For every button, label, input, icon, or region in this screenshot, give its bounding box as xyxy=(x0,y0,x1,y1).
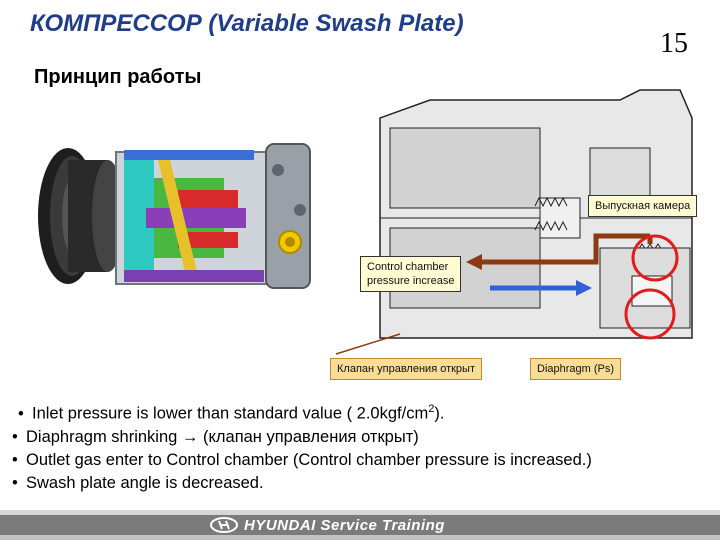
footer-brand: HYUNDAI Service Training xyxy=(210,514,445,536)
bullet-item: •Swash plate angle is decreased. xyxy=(12,473,264,492)
bullet-text-4: Swash plate angle is decreased. xyxy=(26,473,264,492)
slide-subtitle: Принцип работы xyxy=(34,66,202,88)
bullet-text-3: Outlet gas enter to Control chamber (Con… xyxy=(26,450,592,469)
bullet-item: •Inlet pressure is lower than standard v… xyxy=(18,403,445,423)
bullet-text-1-tail: ). xyxy=(434,404,445,423)
compressor-cross-section xyxy=(335,89,693,355)
bullet-superscript: 2 xyxy=(428,403,435,415)
control-chamber-label: Control chamber pressure increase xyxy=(360,256,462,292)
bullet-item: •Outlet gas enter to Control chamber (Co… xyxy=(12,450,592,469)
compressor-cutaway-image xyxy=(38,143,311,289)
slide-title: КОМПРЕССОР (Variable Swash Plate) xyxy=(30,10,464,37)
control-chamber-label-line2: pressure increase xyxy=(367,275,455,287)
explanation-bullet-list: •Inlet pressure is lower than standard v… xyxy=(12,398,592,495)
slide-number: 15 xyxy=(660,28,688,59)
footer-bar xyxy=(0,515,720,535)
hyundai-logo-icon xyxy=(210,517,238,533)
bullet-text-2: Diaphragm shrinking → (клапан управления… xyxy=(26,427,419,446)
control-chamber-label-line1: Control chamber xyxy=(367,261,449,273)
bullet-text-1: Inlet pressure is lower than standard va… xyxy=(32,404,429,423)
diaphragm-label: Diaphragm (Ps) xyxy=(530,358,622,380)
footer-brand-text: HYUNDAI Service Training xyxy=(244,516,445,534)
valve-open-label: Клапан управления открыт xyxy=(330,358,482,380)
discharge-chamber-label: Выпускная камера xyxy=(588,195,698,217)
bullet-item: •Diaphragm shrinking → (клапан управлени… xyxy=(12,427,419,446)
